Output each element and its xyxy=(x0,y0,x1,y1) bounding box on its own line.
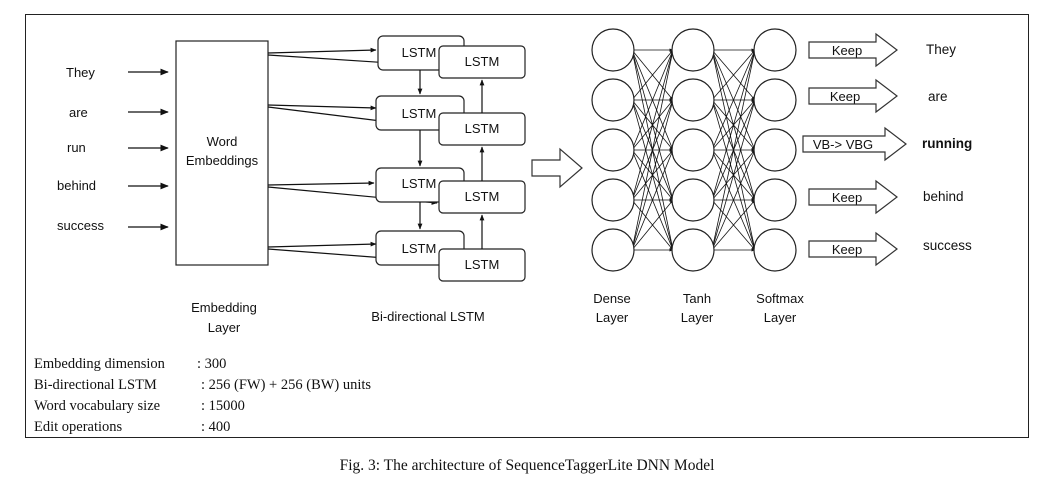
softmax-neuron xyxy=(753,228,797,272)
input-word: They xyxy=(66,65,95,80)
operation-arrow xyxy=(808,231,898,267)
softmax-neuron xyxy=(753,128,797,172)
softmax-layer-caption: Softmax xyxy=(756,291,804,306)
dense-layer-caption: Layer xyxy=(596,310,629,325)
lstm-label: LSTM xyxy=(465,54,500,69)
lstm-label: LSTM xyxy=(402,106,437,121)
backward-lstm-cells: LSTM LSTM LSTM LSTM xyxy=(438,45,526,282)
tanh-layer-neurons xyxy=(671,28,715,272)
network-edge xyxy=(711,99,756,251)
network-edge xyxy=(631,99,674,251)
tanh-layer-caption: Tanh xyxy=(683,291,711,306)
word-embeddings-label: Word xyxy=(207,134,238,149)
network-edge xyxy=(631,149,674,251)
dense-neuron xyxy=(591,178,635,222)
transition-block-arrow xyxy=(531,147,583,189)
spec-label: Edit operations xyxy=(34,419,123,435)
softmax-layer-neurons xyxy=(753,28,797,272)
dense-layer-caption: Dense xyxy=(593,291,631,306)
tanh-layer-caption: Layer xyxy=(681,310,714,325)
network-edge xyxy=(711,49,756,201)
input-word: are xyxy=(69,105,88,120)
operation-label: Keep xyxy=(832,190,862,205)
lstm-backward-cell xyxy=(438,45,526,79)
dense-neuron xyxy=(591,228,635,272)
operation-arrow xyxy=(802,126,907,162)
embedding-layer-caption: Embedding xyxy=(191,300,257,315)
spec-label: Word vocabulary size xyxy=(34,398,160,414)
tanh-neuron xyxy=(671,228,715,272)
figure-frame xyxy=(25,14,1029,438)
lstm-label: LSTM xyxy=(402,241,437,256)
word-embeddings-box xyxy=(175,40,269,266)
network-edge xyxy=(631,49,674,201)
spec-label: Bi-directional LSTM xyxy=(34,377,157,393)
output-words: They are running behind success xyxy=(922,42,972,253)
embedding-layer-caption: Layer xyxy=(208,320,241,335)
output-word: are xyxy=(928,89,948,104)
network-connections xyxy=(631,48,756,252)
spec-value: : 300 xyxy=(197,356,226,372)
edit-operation-arrows: Keep Keep VB-> VBG Keep Keep xyxy=(802,32,907,267)
lstm-label: LSTM xyxy=(402,45,437,60)
network-edge xyxy=(711,49,756,101)
network-edge xyxy=(711,199,756,251)
figure-caption: Fig. 3: The architecture of SequenceTagg… xyxy=(340,457,715,474)
lstm-label: LSTM xyxy=(465,189,500,204)
operation-label: VB-> VBG xyxy=(813,137,873,152)
operation-arrow xyxy=(808,78,898,114)
input-words: They are run behind success xyxy=(57,65,104,233)
bilstm-caption: Bi-directional LSTM xyxy=(371,309,484,324)
lstm-label: LSTM xyxy=(465,257,500,272)
network-edge xyxy=(711,49,756,151)
spec-label: Embedding dimension xyxy=(34,356,166,372)
operation-label: Keep xyxy=(830,89,860,104)
dense-neuron xyxy=(591,128,635,172)
output-word: success xyxy=(923,238,972,253)
operation-label: Keep xyxy=(832,242,862,257)
network-edge xyxy=(631,199,674,251)
network-edge xyxy=(631,49,674,101)
operation-arrow xyxy=(808,32,898,68)
softmax-neuron xyxy=(753,178,797,222)
spec-value: : 400 xyxy=(201,419,230,435)
network-edge xyxy=(711,149,756,251)
softmax-neuron xyxy=(753,28,797,72)
output-word-changed: running xyxy=(922,136,972,151)
tanh-neuron xyxy=(671,178,715,222)
input-word: behind xyxy=(57,178,96,193)
output-word: behind xyxy=(923,189,964,204)
input-word: success xyxy=(57,218,104,233)
network-edge xyxy=(711,49,756,251)
dense-layer-neurons xyxy=(591,28,635,272)
input-arrows xyxy=(128,68,169,231)
spec-value: : 15000 xyxy=(201,398,245,414)
dense-neuron xyxy=(591,78,635,122)
output-word: They xyxy=(926,42,956,57)
softmax-neuron xyxy=(753,78,797,122)
tanh-neuron xyxy=(671,78,715,122)
network-edge xyxy=(631,49,674,251)
embedding-to-lstm-arrows xyxy=(267,47,438,264)
input-word: run xyxy=(67,140,86,155)
lstm-label: LSTM xyxy=(465,121,500,136)
lstm-label: LSTM xyxy=(402,176,437,191)
tanh-neuron xyxy=(671,28,715,72)
tanh-neuron xyxy=(671,128,715,172)
operation-arrow xyxy=(808,179,898,215)
dense-neuron xyxy=(591,28,635,72)
word-embeddings-label: Embeddings xyxy=(186,153,259,168)
operation-label: Keep xyxy=(832,43,862,58)
model-specs: Embedding dimension : 300 Bi-directional… xyxy=(34,356,371,435)
softmax-layer-caption: Layer xyxy=(764,310,797,325)
spec-value: : 256 (FW) + 256 (BW) units xyxy=(201,377,371,393)
network-edge xyxy=(631,49,674,151)
